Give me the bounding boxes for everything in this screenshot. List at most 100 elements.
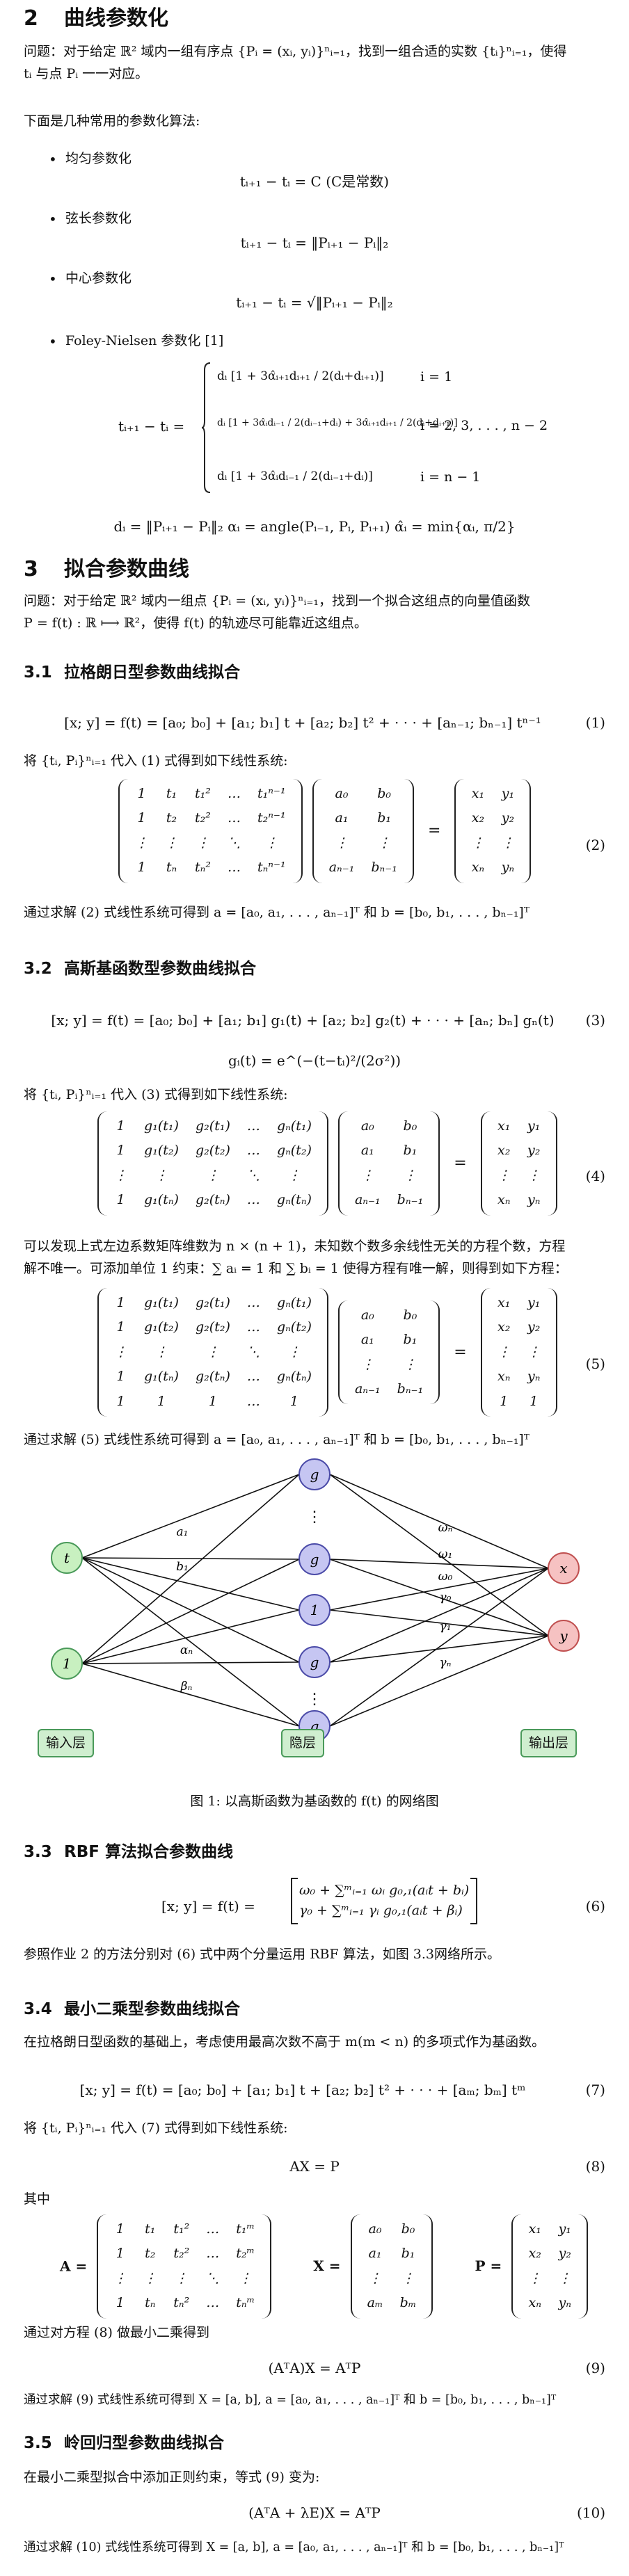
equation-number: (7) — [585, 2082, 605, 2098]
matrix-cell: x₂ — [497, 1319, 511, 1335]
matrix-cell: 1 — [116, 2295, 125, 2311]
output-node — [548, 1552, 580, 1584]
paragraph: 问题：对于给定 ℝ² 域内一组点 {Pᵢ = (xᵢ, yᵢ)}ⁿᵢ₌₁，找到一… — [24, 593, 530, 609]
matrix-cell: g₂(t₁) — [196, 1118, 230, 1134]
list-item: Foley-Nielsen 参数化 [1] — [65, 333, 224, 348]
output-node-label: y — [559, 1627, 568, 1644]
vector-row: γ₀ + ∑ᵐᵢ₌₁ γᵢ g₀,₁(aᵢt + βᵢ) — [299, 1903, 463, 1919]
matrix-cell: a₁ — [335, 810, 349, 826]
matrix-cell: ⋱ — [246, 1344, 260, 1360]
edge-line — [329, 1635, 549, 1663]
equation: AX = P — [289, 2158, 340, 2175]
matrix-cell: 1 — [137, 860, 146, 876]
list-item: 中心参数化 — [65, 271, 132, 286]
matrix-cell: … — [206, 2295, 220, 2311]
matrix-row: ⋮⋮ — [347, 1353, 431, 1377]
hidden-node-label: g — [310, 1466, 319, 1483]
matrix-cell: t₂ — [166, 810, 177, 826]
edge-label: ω₀ — [438, 1570, 453, 1584]
matrix-cell: gₙ(tₙ) — [276, 1369, 312, 1385]
matrix-cell: g₁(tₙ) — [144, 1192, 179, 1208]
matrix-cell: ⋮ — [558, 2270, 572, 2286]
matrix-cell: b₁ — [377, 810, 392, 826]
matrix-cell: 1 — [137, 786, 146, 801]
matrix-cell: ⋮ — [360, 1356, 374, 1372]
equation: tᵢ₊₁ − tᵢ = √‖Pᵢ₊₁ − Pᵢ‖₂ — [236, 294, 393, 311]
matrix-cell: b₁ — [403, 1143, 417, 1159]
piecewise-row: dᵢ [1 + 3α̂ᵢdᵢ₋₁ / 2(dᵢ₋₁+dᵢ)] — [217, 469, 373, 483]
matrix-cell: ⋮ — [287, 1344, 301, 1360]
input-node — [51, 1648, 83, 1680]
matrix-cell: t₂² — [195, 810, 211, 826]
matrix-cell: g₂(t₂) — [196, 1143, 230, 1159]
matrix-row: ⋮⋮⋮⋱⋮ — [127, 831, 294, 855]
matrix-row: ⋮⋮ — [359, 2267, 425, 2291]
matrix-cell: ⋮ — [497, 1167, 511, 1183]
vector-row: ω₀ + ∑ᵐᵢ₌₁ ωᵢ g₀,₁(aᵢt + bᵢ) — [299, 1883, 470, 1898]
bullet-icon: • — [49, 211, 57, 227]
matrix-cell: 1 — [116, 1118, 125, 1134]
input-node-label: 1 — [63, 1655, 72, 1672]
edge-line — [329, 1568, 549, 1727]
matrix-cell: g₂(t₂) — [196, 1319, 230, 1335]
hidden-node — [298, 1594, 331, 1626]
matrix-cell: y₂ — [558, 2246, 571, 2262]
edge-label: b₁ — [176, 1560, 189, 1574]
matrix-row: a₁ b₁ — [321, 806, 406, 830]
matrix-cell: yₙ — [501, 860, 515, 876]
matrix-cell: yₙ — [527, 1369, 541, 1385]
matrix-cell: ⋮ — [114, 1344, 127, 1360]
matrix-cell: 1 — [116, 1143, 125, 1159]
paragraph: 其中 — [24, 2191, 51, 2207]
matrix-cell: xₙ — [471, 860, 485, 876]
paragraph: 将 {tᵢ, Pᵢ}ⁿᵢ₌₁ 代入 (1) 式得到如下线性系统: — [24, 753, 288, 768]
equation: [x; y] = f(t) = [a₀; b₀] + [a₁; b₁] t + … — [64, 714, 541, 731]
edge-line — [329, 1568, 549, 1663]
matrix-cell: ⋮ — [206, 1344, 220, 1360]
matrix-cell: y₁ — [501, 786, 515, 801]
bullet-icon: • — [49, 271, 57, 287]
matrix-cell: bₙ₋₁ — [397, 1381, 424, 1397]
matrix-cell: 1 — [116, 2246, 125, 2262]
matrix-row: ⋮⋮⋮⋱⋮ — [106, 1340, 320, 1365]
edge-label: γ₀ — [440, 1591, 452, 1604]
paragraph: 将 {tᵢ, Pᵢ}ⁿᵢ₌₁ 代入 (7) 式得到如下线性系统: — [24, 2120, 288, 2136]
equation-number: (5) — [585, 1355, 605, 1372]
matrix-cell: … — [227, 786, 241, 801]
matrix-cell: a₀ — [360, 1118, 374, 1134]
matrix-cell: b₀ — [403, 1307, 417, 1323]
output-node — [548, 1620, 580, 1652]
equation-number: (2) — [585, 837, 605, 853]
matrix-cell: g₂(t₁) — [196, 1295, 230, 1310]
matrix-cell: ⋮ — [377, 835, 391, 851]
matrix-cell: 1 — [116, 1393, 125, 1409]
matrix-cell: b₀ — [377, 786, 392, 801]
matrix-cell: ⋮ — [114, 1167, 127, 1183]
edge-line — [329, 1568, 549, 1611]
matrix-cell: bₘ — [399, 2295, 417, 2311]
matrix-cell: x₁ — [528, 2221, 541, 2237]
matrix-cell: bₙ₋₁ — [397, 1192, 424, 1208]
paragraph: 将 {tᵢ, Pᵢ}ⁿᵢ₌₁ 代入 (3) 式得到如下线性系统: — [24, 1087, 288, 1102]
equation-number: (4) — [585, 1168, 605, 1184]
edge-line — [81, 1557, 300, 1727]
matrix-cell: ⋮ — [239, 2270, 253, 2286]
piecewise-row: dᵢ [1 + 3α̂ᵢdᵢ₋₁ / 2(dᵢ₋₁+dᵢ) + 3α̂ᵢ₊₁dᵢ… — [217, 417, 458, 428]
edge-line — [81, 1663, 300, 1727]
matrix-cell: ⋱ — [206, 2270, 220, 2286]
